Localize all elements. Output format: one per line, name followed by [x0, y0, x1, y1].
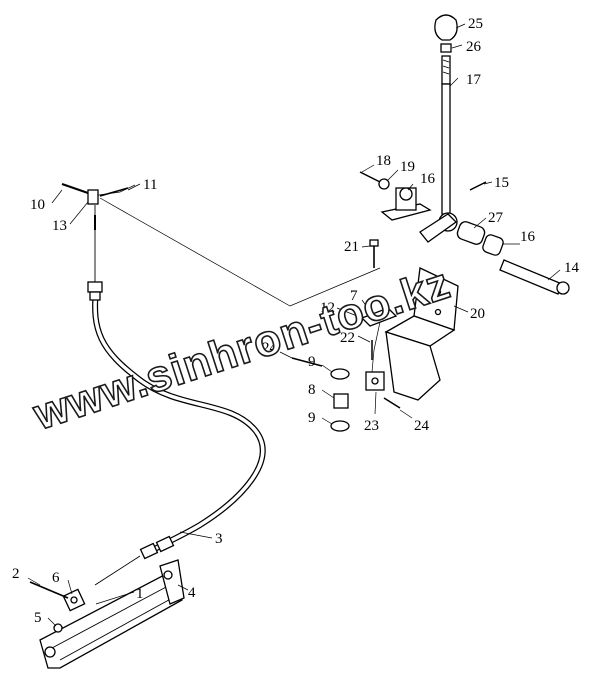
callout-4: 4: [188, 585, 196, 601]
callout-19: 19: [400, 159, 415, 175]
control-cable: [87, 205, 266, 586]
callout-6: 6: [52, 570, 60, 586]
callout-labels: 1 2 3 4 5 6 7 8 9 9 10 11 12 13 14 15 16…: [12, 16, 580, 626]
callout-21: 21: [344, 239, 359, 255]
callout-26: 26: [466, 39, 482, 55]
upper-pivot-bracket: [359, 171, 432, 221]
upper-clevis-assembly: [61, 183, 129, 205]
callout-16-right: 16: [520, 229, 536, 245]
callout-20: 20: [470, 306, 485, 322]
callout-14: 14: [564, 260, 580, 276]
assembly-guide-lines: [91, 184, 381, 373]
leader-lines: [27, 23, 561, 627]
callout-9-lower: 9: [308, 410, 316, 426]
callout-5: 5: [34, 610, 42, 626]
callout-11: 11: [143, 177, 157, 193]
mounting-bracket: [369, 239, 459, 401]
linkage-parts: [291, 307, 401, 432]
callout-1: 1: [136, 586, 144, 602]
lower-lever-assembly: [29, 559, 185, 669]
callout-10: 10: [30, 197, 45, 213]
selector-shaft-assembly: [419, 181, 570, 295]
callout-3: 3: [215, 531, 223, 547]
callout-18: 18: [376, 153, 391, 169]
callout-24-left: 24: [262, 340, 278, 356]
callout-12: 12: [320, 300, 335, 316]
callout-25: 25: [468, 16, 483, 32]
callout-13: 13: [52, 218, 67, 234]
callout-24-right: 24: [414, 418, 430, 434]
callout-23: 23: [364, 418, 379, 434]
callout-9-upper: 9: [308, 354, 316, 370]
callout-22: 22: [340, 330, 355, 346]
callout-7: 7: [350, 288, 358, 304]
callout-2: 2: [12, 566, 20, 582]
callout-8: 8: [308, 382, 316, 398]
callout-15: 15: [494, 175, 509, 191]
callout-27: 27: [488, 210, 504, 226]
callout-16-upper: 16: [420, 171, 436, 187]
callout-17: 17: [466, 72, 482, 88]
